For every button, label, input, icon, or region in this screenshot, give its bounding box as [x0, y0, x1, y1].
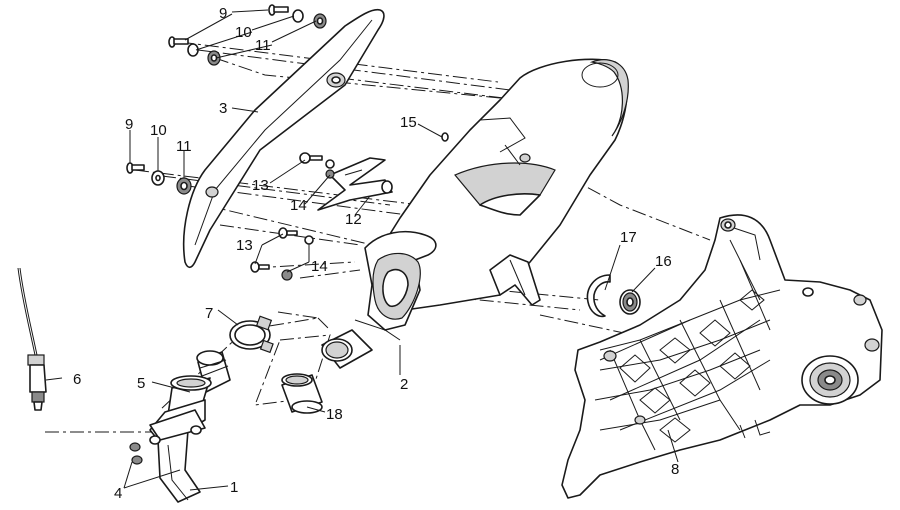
circlip-part-17 — [586, 274, 611, 318]
callout-13-upper: 13 — [252, 177, 269, 194]
bolts-13-14-lower — [250, 227, 314, 281]
callout-4: 4 — [114, 485, 122, 502]
callout-11-top: 11 — [255, 37, 271, 54]
callout-9-top: 9 — [219, 5, 227, 22]
top-fasteners-9-10-11 — [168, 4, 327, 66]
callout-5: 5 — [137, 375, 145, 392]
nuts-part-4 — [129, 442, 143, 465]
lambda-sensor-part-6 — [17, 267, 47, 411]
callout-18: 18 — [326, 406, 343, 423]
callout-17: 17 — [620, 229, 637, 246]
bolts-13-14-upper — [299, 152, 335, 179]
callout-16: 16 — [655, 253, 672, 270]
leader-lines — [45, 9, 679, 491]
swingarm-part-8 — [561, 214, 883, 499]
callout-6: 6 — [73, 371, 81, 388]
bracket-part-12 — [317, 157, 393, 211]
callout-8: 8 — [671, 461, 679, 478]
side-fasteners-9-10-11 — [126, 162, 192, 195]
bearing-part-16 — [619, 289, 641, 315]
callout-15: 15 — [400, 114, 417, 131]
callout-14-upper: 14 — [290, 197, 307, 214]
callout-14-lower: 14 — [311, 258, 328, 275]
callout-1: 1 — [230, 479, 238, 496]
sleeve-part-18 — [281, 373, 323, 414]
callout-13-lower: 13 — [236, 237, 253, 254]
callout-7: 7 — [205, 305, 213, 322]
callout-9-side: 9 — [125, 116, 133, 133]
callout-10-side: 10 — [150, 122, 167, 139]
gasket-part-18-upper — [321, 329, 373, 369]
heat-shield-part-3 — [182, 8, 385, 269]
callout-10-top: 10 — [235, 24, 252, 41]
muffler-part-2 — [354, 58, 629, 341]
clamp-part-7 — [229, 315, 274, 354]
callout-2: 2 — [400, 376, 408, 393]
callout-11-side: 11 — [176, 138, 192, 155]
callout-3: 3 — [219, 100, 227, 117]
callout-12: 12 — [345, 211, 362, 228]
pin-part-15 — [441, 132, 449, 142]
exhaust-pipe-part-1 — [149, 375, 212, 503]
callout-labels: 9 10 11 3 9 10 11 15 13 14 12 13 14 17 1… — [73, 5, 679, 502]
